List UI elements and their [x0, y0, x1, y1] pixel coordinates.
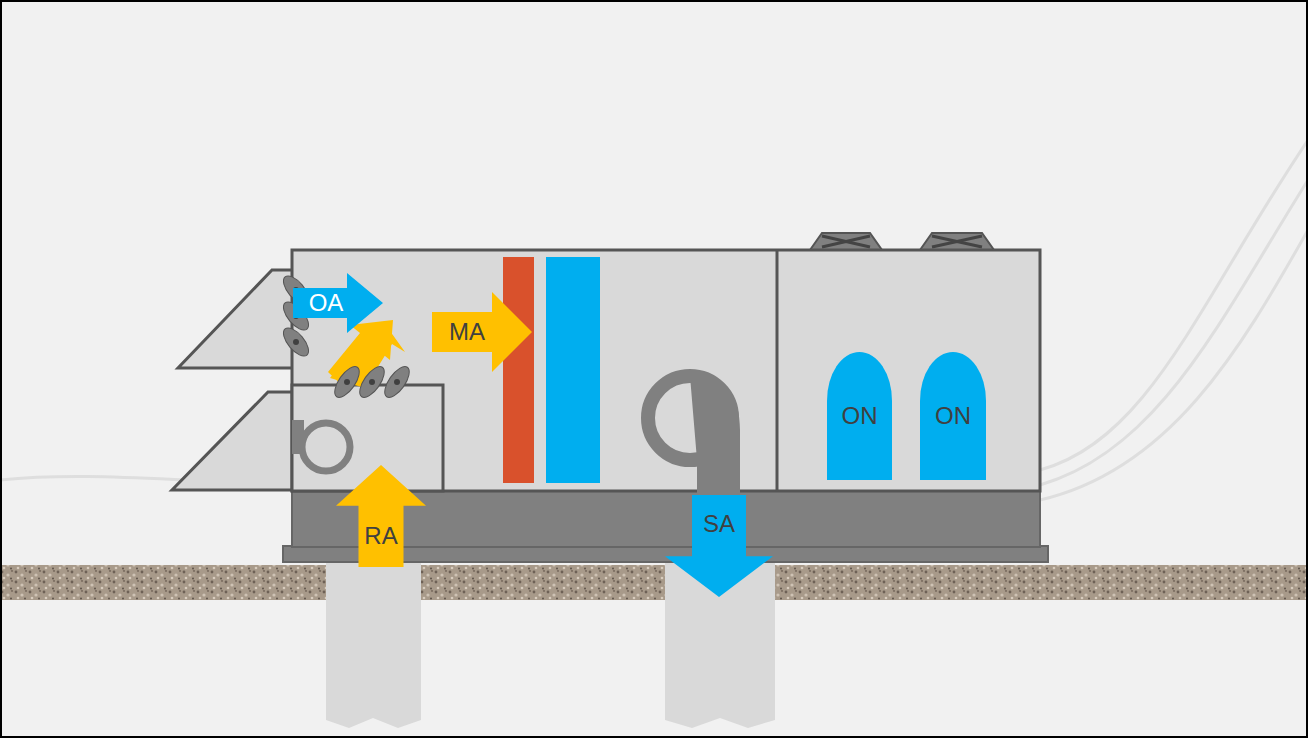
- return-air-arrow: RA: [336, 465, 426, 567]
- air-stream-label: OA: [309, 290, 344, 316]
- outdoor-air-arrow: OA: [293, 273, 383, 333]
- supply-air-arrow: SA: [665, 495, 773, 597]
- air-stream-label: ON: [842, 403, 878, 429]
- compressor-status: ON: [920, 352, 986, 480]
- node-outline: [336, 465, 426, 567]
- air-stream-label: ON: [935, 403, 971, 429]
- air-stream-label: RA: [364, 523, 397, 549]
- air-stream-label: SA: [703, 511, 735, 537]
- compressor-status: ON: [827, 352, 892, 480]
- air-stream-label: MA: [449, 319, 485, 345]
- mixed-air-arrow: MA: [432, 292, 532, 372]
